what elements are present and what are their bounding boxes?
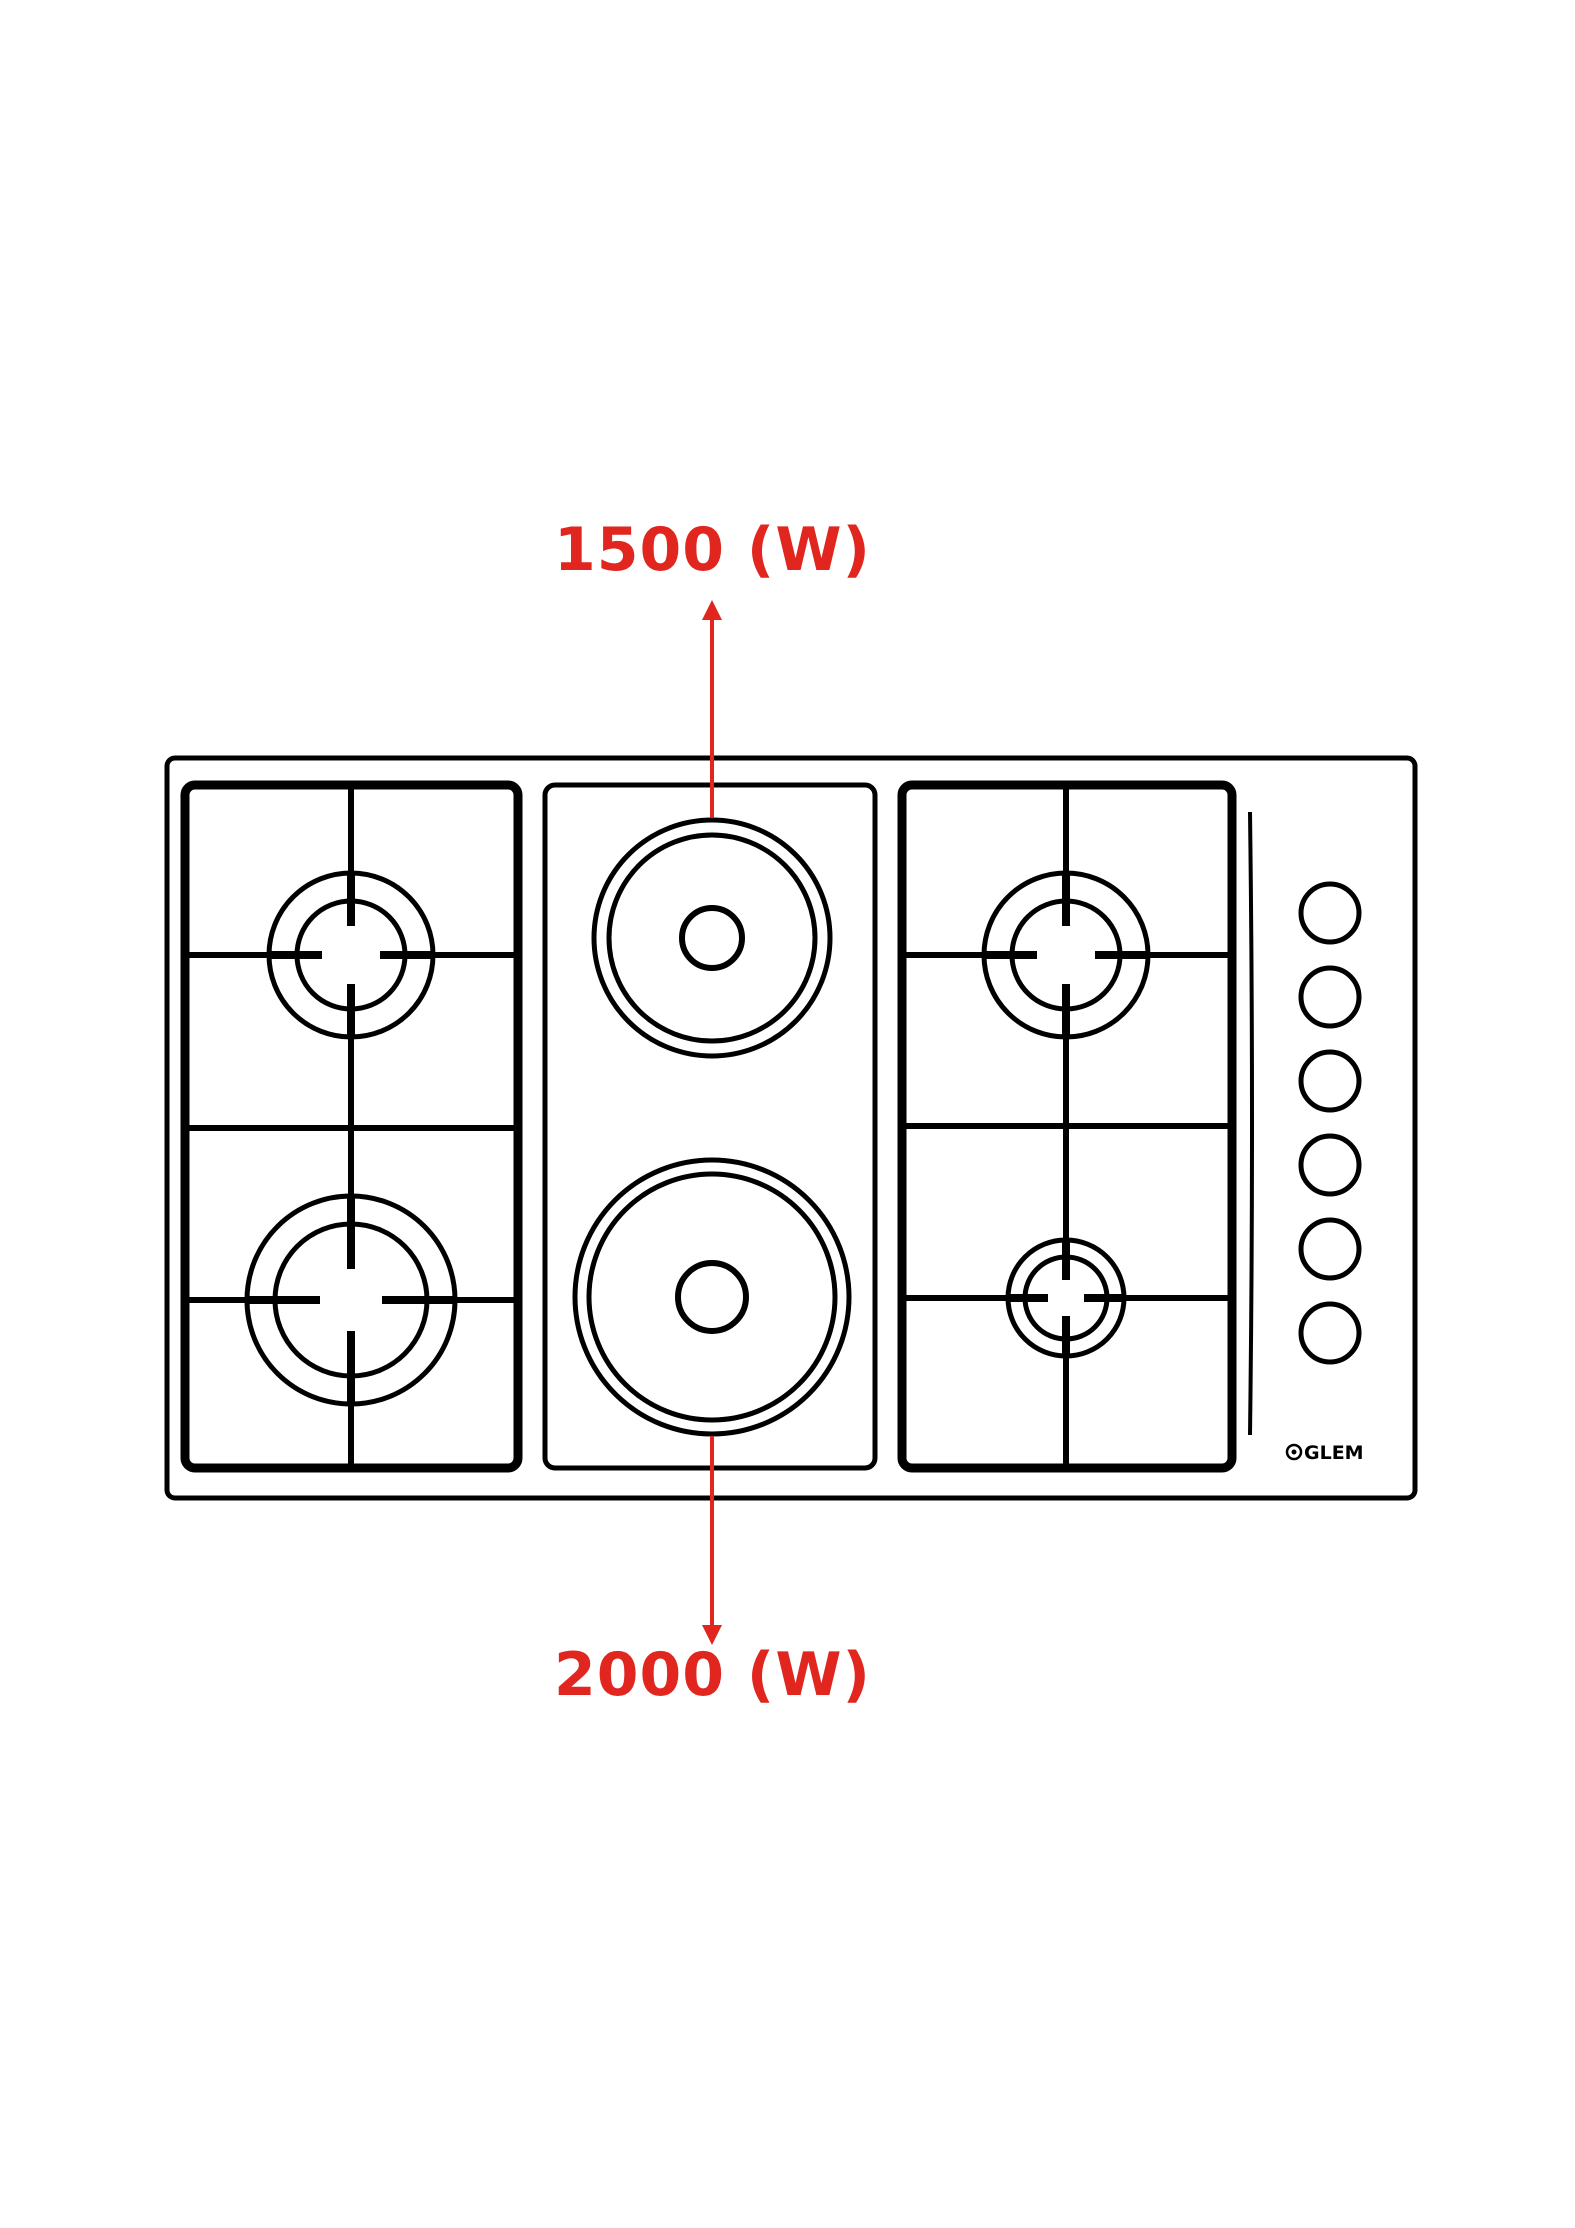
gas-burner-top-left bbox=[266, 870, 436, 1040]
control-knobs bbox=[1298, 881, 1362, 1365]
control-strip-divider bbox=[1248, 811, 1254, 1436]
electric-hotplate-top bbox=[591, 817, 833, 1059]
gas-burner-top-right bbox=[981, 870, 1151, 1040]
gas-burner-bottom-left bbox=[244, 1193, 458, 1407]
control-knob bbox=[1298, 1217, 1362, 1281]
brand-logo-text: GLEM bbox=[1304, 1442, 1364, 1464]
control-knob bbox=[1298, 1049, 1362, 1113]
hob-outline bbox=[164, 755, 1418, 1501]
control-knob bbox=[1298, 1133, 1362, 1197]
burner-logo-icon bbox=[1285, 1443, 1303, 1461]
control-knob bbox=[1298, 1301, 1362, 1365]
electric-hotplate-bottom bbox=[572, 1157, 852, 1437]
top-zone-power-label: 1500 (W) bbox=[554, 515, 871, 585]
gas-burner-bottom-right bbox=[1005, 1237, 1127, 1359]
control-knob bbox=[1298, 965, 1362, 1029]
brand-logo: GLEM bbox=[1285, 1442, 1364, 1464]
control-knob bbox=[1298, 881, 1362, 945]
bottom-zone-power-label: 2000 (W) bbox=[554, 1640, 871, 1710]
